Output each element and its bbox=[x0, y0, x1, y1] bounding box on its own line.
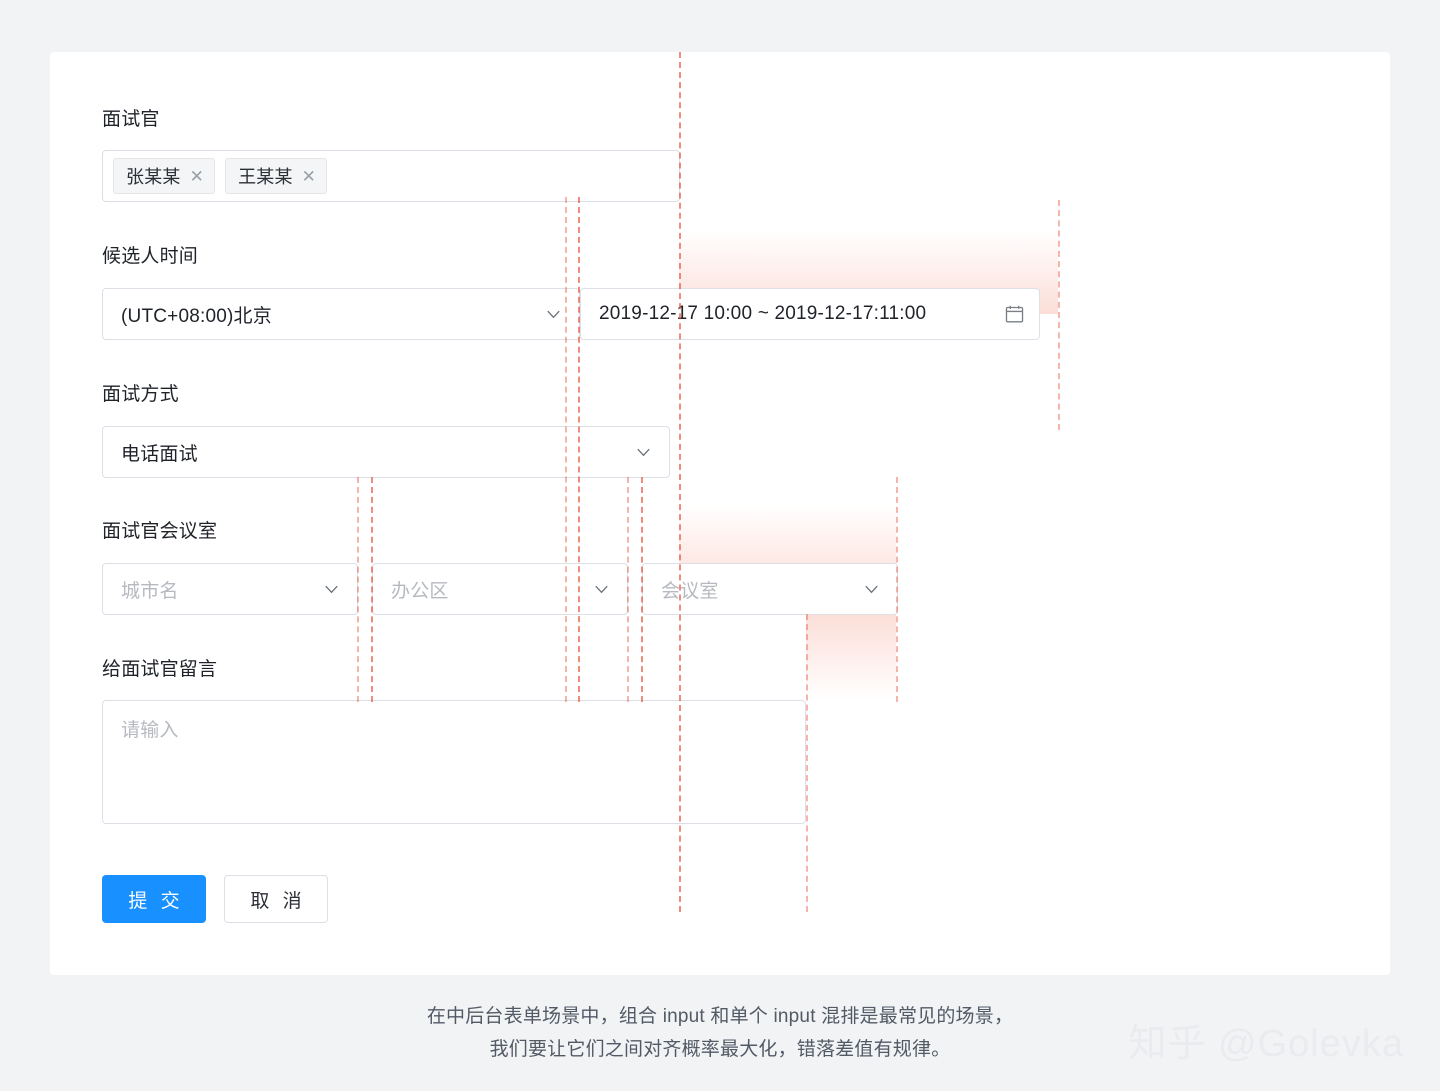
candidate-time-label: 候选人时间 bbox=[102, 246, 199, 267]
note-label: 给面试官留言 bbox=[102, 659, 218, 680]
caption: 在中后台表单场景中，组合 input 和单个 input 混排是最常见的场景， … bbox=[0, 1000, 1440, 1066]
city-select[interactable]: 城市名 bbox=[102, 563, 358, 615]
chevron-down-icon[interactable] bbox=[544, 305, 563, 324]
watermark: 知乎 @Golevka bbox=[1128, 1023, 1404, 1065]
meeting-room-select[interactable]: 会议室 bbox=[642, 563, 898, 615]
interview-method-select[interactable]: 电话面试 bbox=[102, 426, 670, 478]
note-placeholder: 请输入 bbox=[121, 720, 179, 741]
chevron-down-icon[interactable] bbox=[634, 443, 653, 462]
caption-line-2: 我们要让它们之间对齐概率最大化，错落差值有规律。 bbox=[489, 1039, 951, 1060]
interviewer-tag[interactable]: 王某某 ✕ bbox=[225, 158, 328, 194]
interviewer-tag-label: 王某某 bbox=[238, 167, 293, 187]
time-range-value: 2019-12-17 10:00 ~ 2019-12-17:11:00 bbox=[599, 303, 927, 324]
close-icon[interactable]: ✕ bbox=[189, 166, 205, 186]
city-placeholder: 城市名 bbox=[121, 580, 179, 602]
interviewer-tag-label: 张某某 bbox=[126, 167, 181, 187]
interview-method-value: 电话面试 bbox=[121, 443, 198, 465]
timezone-select[interactable]: (UTC+08:00)北京 bbox=[102, 288, 580, 340]
interviewer-label: 面试官 bbox=[102, 109, 160, 130]
chevron-down-icon[interactable] bbox=[862, 580, 881, 599]
chevron-down-icon[interactable] bbox=[592, 580, 611, 599]
office-area-placeholder: 办公区 bbox=[391, 580, 449, 602]
note-textarea[interactable]: 请输入 bbox=[102, 700, 806, 824]
form-card: 面试官 张某某 ✕ 王某某 ✕ 候选人时间 (UTC+08:00)北京 2019… bbox=[50, 52, 1390, 975]
close-icon[interactable]: ✕ bbox=[301, 166, 317, 186]
calendar-icon[interactable] bbox=[1004, 304, 1025, 325]
interviewer-input[interactable]: 张某某 ✕ 王某某 ✕ bbox=[102, 150, 680, 202]
interview-method-label: 面试方式 bbox=[102, 384, 179, 405]
interviewer-tag[interactable]: 张某某 ✕ bbox=[113, 158, 216, 194]
guide-line-j bbox=[806, 614, 808, 912]
office-area-select[interactable]: 办公区 bbox=[372, 563, 628, 615]
timezone-value: (UTC+08:00)北京 bbox=[121, 305, 272, 327]
chevron-down-icon[interactable] bbox=[322, 580, 341, 599]
submit-button[interactable]: 提 交 bbox=[102, 875, 206, 923]
meeting-room-label: 面试官会议室 bbox=[102, 521, 218, 542]
guide-line-d bbox=[1058, 200, 1060, 430]
caption-line-1: 在中后台表单场景中，组合 input 和单个 input 混排是最常见的场景， bbox=[426, 1006, 1014, 1027]
cancel-button[interactable]: 取 消 bbox=[224, 875, 328, 923]
time-range-picker[interactable]: 2019-12-17 10:00 ~ 2019-12-17:11:00 bbox=[580, 288, 1040, 340]
alignment-shade-room-bottom bbox=[806, 614, 896, 700]
meeting-room-placeholder: 会议室 bbox=[661, 580, 719, 602]
